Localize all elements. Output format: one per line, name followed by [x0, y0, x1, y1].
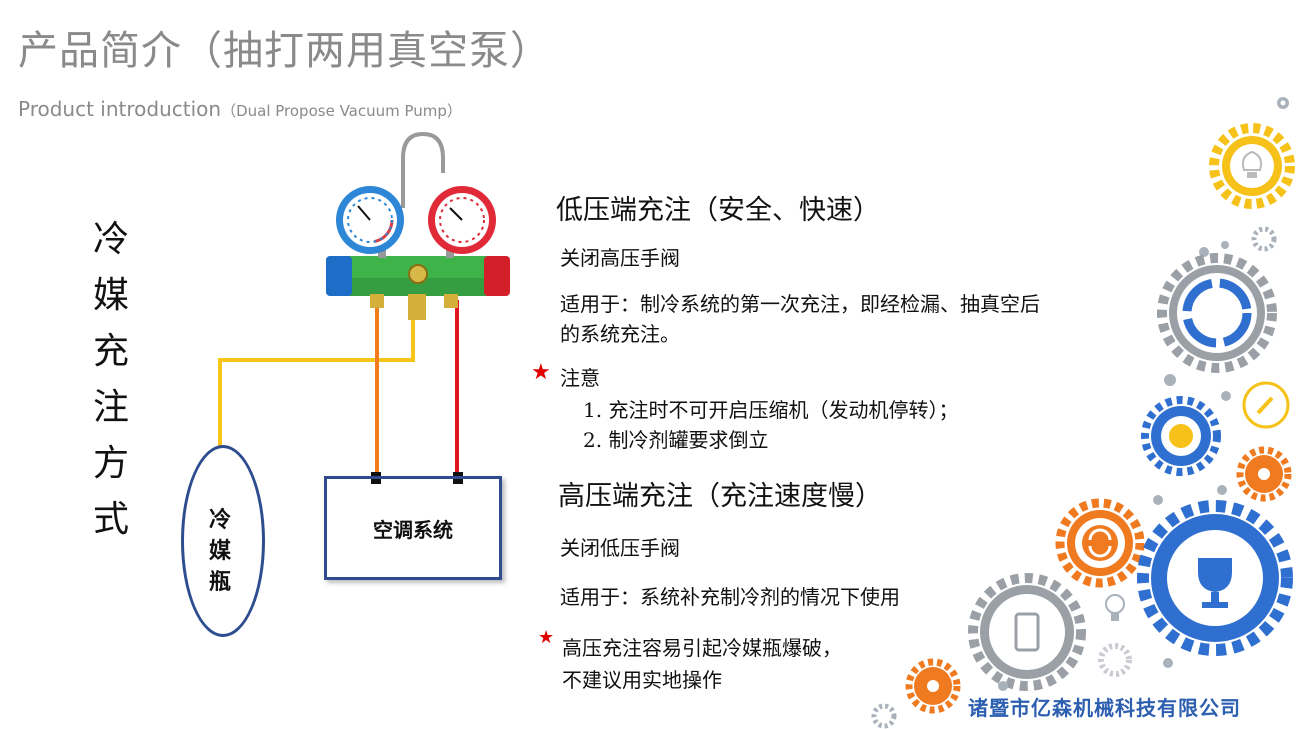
- vertical-section-title: 冷 媒 充 注 方 式: [86, 212, 136, 548]
- note-label: 注意: [560, 366, 600, 390]
- vertical-title-char: 充: [92, 331, 129, 372]
- subtitle-paren: （Dual Propose Vacuum Pump）: [221, 102, 462, 120]
- yellow-hose: [218, 318, 415, 447]
- page-subtitle: Product introduction（Dual Propose Vacuum…: [18, 97, 462, 121]
- star-icon: ★: [538, 627, 555, 648]
- refrigerant-bottle: [181, 445, 265, 637]
- vertical-title-char: 冷: [92, 219, 129, 260]
- vertical-title-char: 媒: [92, 275, 129, 316]
- high-side-warning-line1: 高压充注容易引起冷媒瓶爆破，: [562, 636, 842, 660]
- low-side-heading: 低压端充注（安全、快速）: [556, 195, 880, 226]
- vertical-title-char: 方: [92, 443, 129, 484]
- bottle-label-char: 媒: [208, 539, 231, 564]
- star-icon: ★: [531, 360, 551, 385]
- page-title: 产品简介（抽打两用真空泵）: [18, 28, 551, 74]
- bottle-label: 冷 媒 瓶: [200, 505, 240, 598]
- high-side-warning-line2: 不建议用实地操作: [562, 668, 722, 692]
- bottle-label-char: 冷: [208, 508, 231, 533]
- note-item: 2. 制冷剂罐要求倒立: [583, 428, 769, 452]
- high-side-heading: 高压端充注（充注速度慢）: [558, 481, 882, 512]
- company-name: 诸暨市亿森机械科技有限公司: [968, 696, 1241, 720]
- vertical-title-char: 注: [92, 387, 129, 428]
- low-side-close-valve: 关闭高压手阀: [560, 246, 680, 270]
- ac-system-label: 空调系统: [373, 517, 453, 542]
- manifold-gauge-icon: [326, 131, 510, 320]
- low-side-applies-line1: 适用于：制冷系统的第一次充注，即经检漏、抽真空后: [560, 292, 1040, 316]
- subtitle-main: Product introduction: [18, 97, 222, 121]
- low-side-applies-line2: 的系统充注。: [560, 322, 680, 346]
- bottle-label-char: 瓶: [208, 570, 231, 595]
- vertical-title-char: 式: [92, 499, 129, 540]
- high-side-close-valve: 关闭低压手阀: [560, 536, 680, 560]
- ac-system-box: 空调系统: [324, 476, 502, 580]
- note-item: 1. 充注时不可开启压缩机（发动机停转）；: [583, 398, 959, 422]
- high-side-applies: 适用于：系统补充制冷剂的情况下使用: [560, 585, 900, 609]
